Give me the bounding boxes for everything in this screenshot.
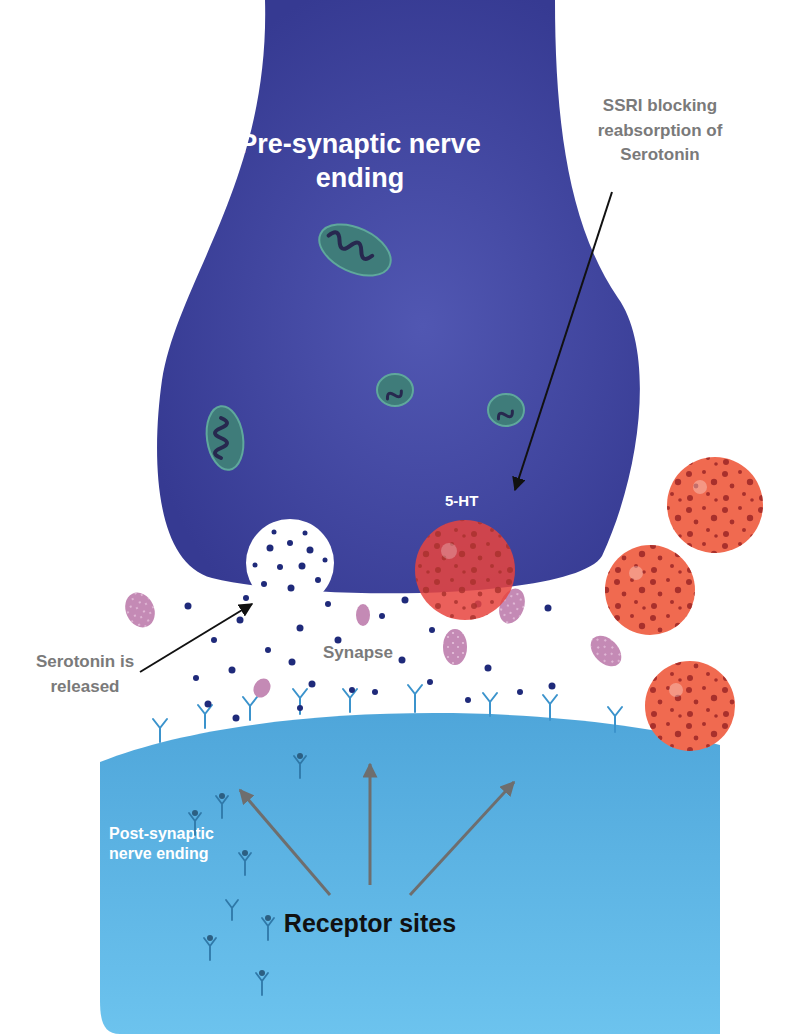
serotonin-molecule	[485, 665, 492, 672]
serotonin-molecule	[243, 595, 249, 601]
node-title: Post-synaptic nerve ending	[109, 824, 259, 864]
neurotransmitter-label: 5-HT	[445, 492, 505, 511]
receptor	[543, 695, 557, 720]
particle	[585, 630, 627, 672]
serotonin-molecule	[402, 597, 409, 604]
membrane-shape	[100, 713, 720, 1034]
particle	[120, 588, 161, 632]
ssri-molecule	[605, 545, 695, 635]
receptor	[408, 685, 422, 712]
serotonin-molecule	[289, 659, 296, 666]
ssri-molecule	[669, 683, 683, 697]
receptor	[243, 697, 257, 720]
membrane-shape	[157, 0, 640, 593]
node-outline	[95, 700, 725, 1034]
serotonin-molecule	[229, 667, 236, 674]
receptor	[343, 689, 357, 712]
particle	[495, 585, 530, 627]
particle	[120, 585, 628, 701]
particle	[585, 630, 627, 672]
serotonin-molecule	[637, 577, 643, 583]
receptor	[293, 689, 307, 714]
region-label: Synapse	[323, 641, 443, 666]
leader-arrow	[140, 604, 252, 672]
serotonin-molecule	[427, 679, 433, 685]
ssri-molecule	[605, 545, 695, 635]
particle	[356, 604, 370, 626]
ssri-molecule	[667, 457, 763, 553]
serotonin-molecule	[309, 681, 316, 688]
particle	[120, 588, 161, 632]
serotonin-molecule	[475, 601, 482, 608]
serotonin-molecule	[349, 687, 355, 693]
serotonin-molecule	[265, 647, 271, 653]
ssri-molecule	[629, 566, 643, 580]
serotonin-molecule	[185, 577, 644, 722]
serotonin-molecule	[205, 701, 212, 708]
serotonin-molecule	[237, 617, 244, 624]
particle	[250, 675, 274, 700]
ssri-molecule	[693, 480, 707, 494]
callout-text: SSRI blocking reabsorption of Serotonin	[585, 94, 735, 168]
serotonin-molecule	[325, 601, 331, 607]
serotonin-molecule	[549, 683, 556, 690]
serotonin-molecule	[297, 625, 304, 632]
serotonin-molecule	[185, 603, 192, 610]
serotonin-molecule	[233, 715, 240, 722]
particle	[495, 585, 530, 627]
serotonin-molecule	[193, 675, 199, 681]
serotonin-molecule	[545, 605, 552, 612]
serotonin-molecule	[379, 613, 385, 619]
ssri-molecule	[667, 457, 763, 553]
serotonin-molecule	[399, 657, 406, 664]
receptor	[483, 693, 497, 716]
receptor	[198, 705, 212, 728]
serotonin-molecule	[335, 637, 342, 644]
serotonin-molecule	[297, 705, 303, 711]
node-callout: Receptor sites	[235, 908, 505, 939]
particle	[443, 629, 467, 665]
post-synaptic-terminal: Post-synaptic nerve endingReceptor sites	[95, 700, 725, 1034]
pre-synaptic-terminal: Pre-synaptic nerve ending 5-HT	[150, 0, 650, 600]
serotonin-molecule	[517, 689, 523, 695]
receptor	[153, 719, 167, 742]
node-title: Pre-synaptic nerve ending	[205, 128, 515, 196]
serotonin-molecule	[429, 627, 435, 633]
serotonin-molecule	[465, 697, 471, 703]
node-outline	[150, 0, 650, 600]
particle	[443, 629, 467, 665]
serotonin-molecule	[372, 689, 378, 695]
callout-text: Serotonin is released	[15, 650, 155, 699]
serotonin-molecule	[211, 637, 217, 643]
